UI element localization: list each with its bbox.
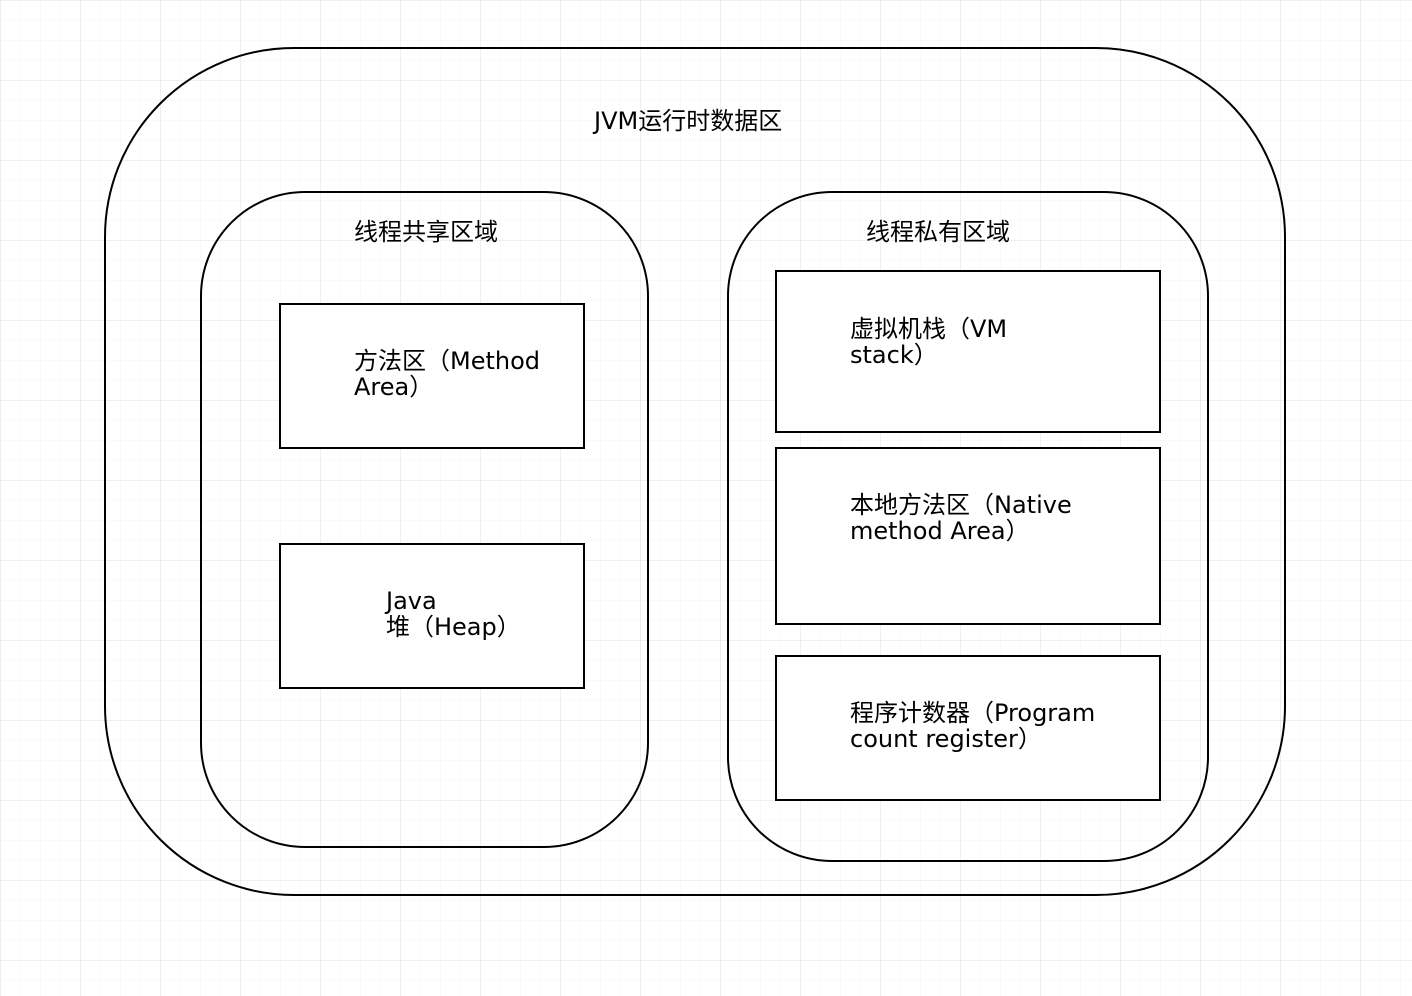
java-heap-label: Java 堆（Heap） — [386, 588, 521, 640]
method-area-label-line1: 方法区（Method — [354, 347, 541, 375]
thread-private-area-group — [727, 191, 1209, 862]
vm-stack-label-line1: 虚拟机栈（VM — [850, 315, 1008, 343]
vm-stack-label-line2: stack） — [850, 341, 938, 369]
program-counter-box — [775, 655, 1161, 801]
vm-stack-label: 虚拟机栈（VM stack） — [850, 316, 1007, 368]
method-area-label-line2: Area） — [354, 373, 434, 401]
native-method-area-label: 本地方法区（Native method Area） — [850, 492, 1072, 544]
vm-stack-box — [775, 270, 1161, 433]
jvm-runtime-data-area-container — [104, 47, 1286, 896]
program-counter-label-line2: count register） — [850, 725, 1042, 753]
native-method-area-box — [775, 447, 1161, 625]
method-area-box — [279, 303, 585, 449]
thread-shared-area-group — [200, 191, 649, 848]
program-counter-label-line1: 程序计数器（Program — [850, 699, 1096, 727]
thread-private-area-title: 线程私有区域 — [866, 218, 1010, 246]
thread-shared-area-title: 线程共享区域 — [354, 218, 498, 246]
jvm-runtime-data-area-title: JVM运行时数据区 — [594, 107, 783, 135]
method-area-label: 方法区（Method Area） — [354, 348, 540, 400]
native-method-area-label-line2: method Area） — [850, 517, 1030, 545]
native-method-area-label-line1: 本地方法区（Native — [850, 491, 1072, 519]
java-heap-box — [279, 543, 585, 689]
java-heap-label-line2: 堆（Heap） — [386, 613, 521, 641]
java-heap-label-line1: Java — [386, 587, 437, 615]
program-counter-label: 程序计数器（Program count register） — [850, 700, 1095, 752]
